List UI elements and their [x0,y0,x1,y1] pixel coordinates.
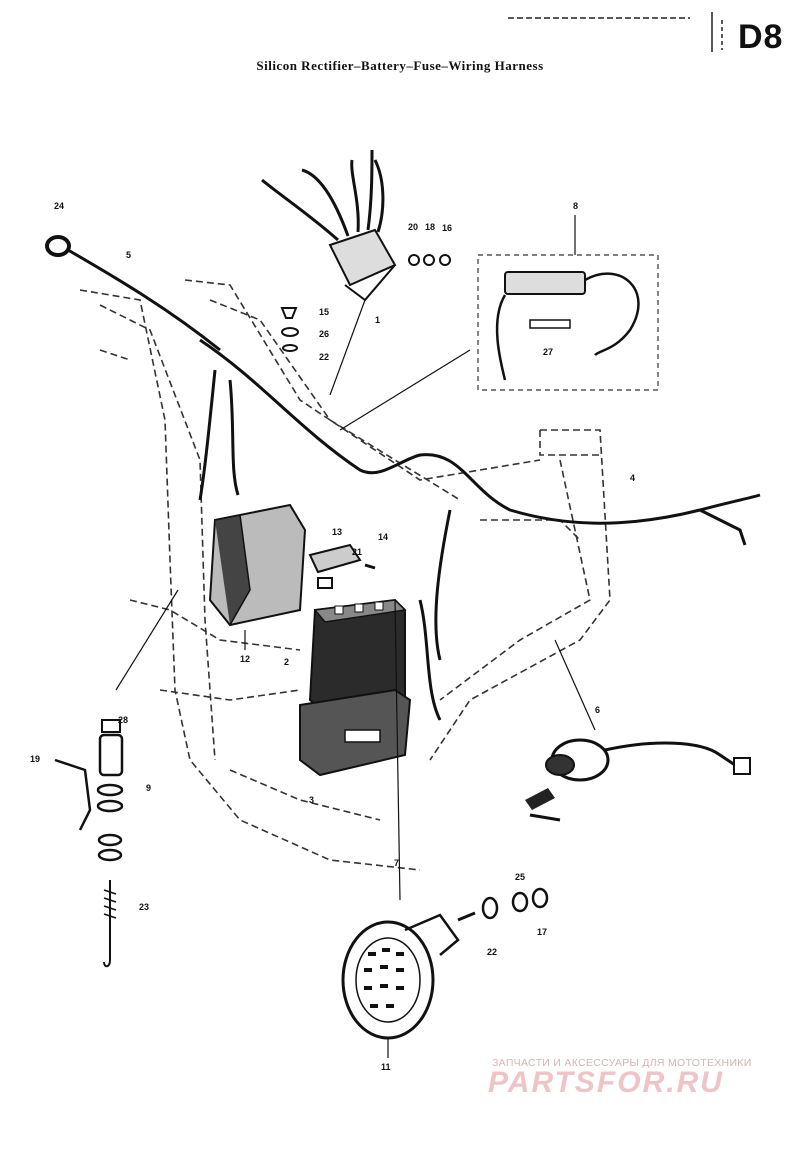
ignition-switch [525,639,751,822]
callout-17: 17 [537,927,547,937]
battery-case [299,688,412,777]
callout-22-lower: 22 [487,947,497,957]
callout-22-upper: 22 [319,352,329,362]
callout-28: 28 [118,715,128,725]
bolt-washers [280,307,299,352]
watermark-brand: PARTSFOR.RU [488,1066,724,1099]
callout-1: 1 [375,315,380,325]
callout-11: 11 [381,1062,391,1072]
callout-25: 25 [515,872,525,882]
callout-24: 24 [54,201,64,211]
fuse-holder [339,215,659,431]
callout-19: 19 [30,754,40,764]
page-title: Silicon Rectifier–Battery–Fuse–Wiring Ha… [256,58,544,73]
ground-lead [45,235,221,352]
callout-14: 14 [378,532,388,542]
callout-5: 5 [126,250,131,260]
callout-12: 12 [240,654,250,664]
callout-3: 3 [309,795,314,805]
terminal-nuts [408,254,451,266]
callout-23: 23 [139,902,149,912]
callout-8: 8 [573,201,578,211]
regulator-case [208,503,307,650]
wiring-harness [198,338,761,721]
watermark-subtitle: ЗАПЧАСТИ И АКСЕССУАРЫ ДЛЯ МОТОТЕХНИКИ [492,1057,752,1069]
callout-2: 2 [284,657,289,667]
battery [308,598,407,714]
fuse-bracket [308,543,376,589]
callout-6: 6 [595,705,600,715]
silicon-rectifier [261,149,397,396]
callout-4: 4 [630,473,635,483]
corner-marks [508,12,723,52]
callout-16: 16 [442,223,452,233]
callout-7: 7 [394,858,399,868]
horn-hardware [481,887,549,920]
callout-18: 18 [425,222,435,232]
stop-lamp-switch [54,589,179,968]
page-code: D8 [738,18,784,56]
horn [341,599,476,1058]
callout-20: 20 [408,222,418,232]
callout-21: 21 [352,547,362,557]
frame-outline [79,279,611,871]
callout-15: 15 [319,307,329,317]
callout-26: 26 [319,329,329,339]
callout-9: 9 [146,783,151,793]
callout-27: 27 [543,347,553,357]
callout-13: 13 [332,527,342,537]
callout-labels: 1 2 3 4 5 6 7 8 9 11 12 13 14 15 16 17 1… [30,201,635,1072]
